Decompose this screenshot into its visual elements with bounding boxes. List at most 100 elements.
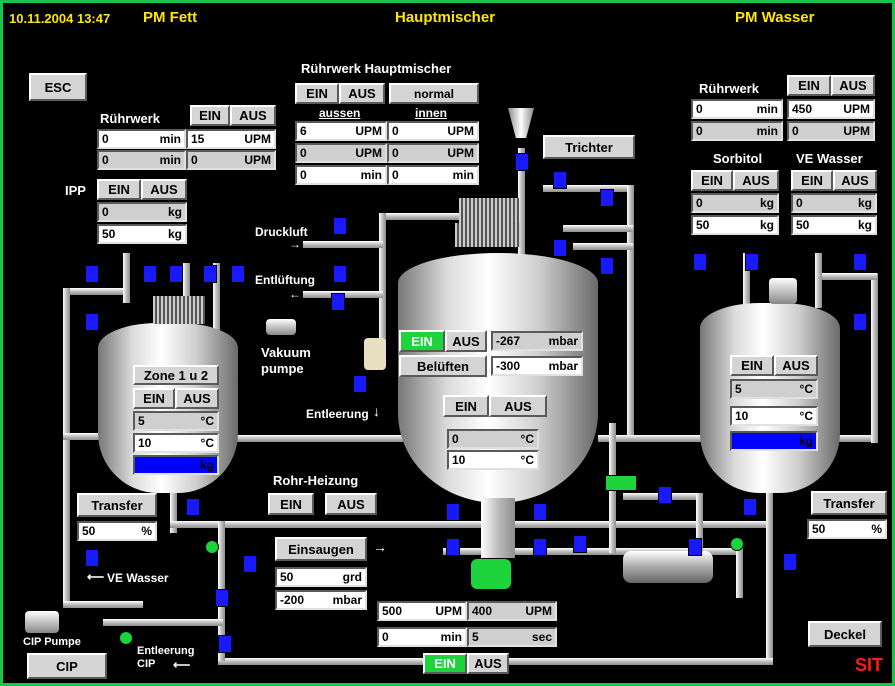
haupt-rw-ein-button[interactable]: EIN: [295, 83, 339, 104]
trichter-button[interactable]: Trichter: [543, 135, 635, 159]
valve-icon[interactable]: [203, 265, 217, 283]
valve-icon[interactable]: [243, 555, 257, 573]
einsaugen-button[interactable]: Einsaugen: [275, 537, 367, 561]
valve-icon[interactable]: [533, 538, 547, 556]
sorbitol-aus-button[interactable]: AUS: [733, 170, 779, 191]
belueften-button[interactable]: Belüften: [399, 355, 487, 377]
rohr-heizung-aus-button[interactable]: AUS: [325, 493, 377, 515]
valve-icon[interactable]: [693, 253, 707, 271]
fett-ruehrwerk-aus-button[interactable]: AUS: [230, 105, 276, 126]
deckel-button[interactable]: Deckel: [808, 621, 882, 647]
ipp-aus-button[interactable]: AUS: [141, 179, 187, 200]
ve-wasser-aus-button[interactable]: AUS: [833, 170, 877, 191]
vacuum-aus-button[interactable]: AUS: [445, 330, 487, 352]
haupt-rw-aus-button[interactable]: AUS: [339, 83, 385, 104]
pump-motor-icon: [471, 559, 511, 589]
valve-open-icon[interactable]: [605, 475, 637, 491]
valve-icon[interactable]: [533, 503, 547, 521]
valve-icon[interactable]: [215, 589, 229, 607]
ipp-ein-button[interactable]: EIN: [97, 179, 141, 200]
ve-wasser-ein-button[interactable]: EIN: [791, 170, 833, 191]
filter-icon: [364, 338, 386, 370]
esc-button[interactable]: ESC: [29, 73, 87, 101]
cip-button[interactable]: CIP: [27, 653, 107, 679]
valve-icon[interactable]: [331, 293, 345, 311]
zone-temp-setpoint[interactable]: 10°C: [133, 433, 219, 453]
wasser-rw-ein-button[interactable]: EIN: [787, 75, 831, 96]
heating-aus-button[interactable]: AUS: [489, 395, 547, 417]
wasser-ruehrwerk-label: Rührwerk: [699, 81, 759, 96]
datetime: 10.11.2004 13:47: [9, 11, 111, 26]
valve-icon[interactable]: [446, 503, 460, 521]
title-pm-fett: PM Fett: [143, 9, 198, 26]
heating-ein-button[interactable]: EIN: [443, 395, 489, 417]
zone-ein-button[interactable]: EIN: [133, 388, 175, 409]
wasser-heat-ein-button[interactable]: EIN: [730, 355, 774, 376]
zone-button[interactable]: Zone 1 u 2: [133, 365, 219, 385]
wasser-transfer-button[interactable]: Transfer: [811, 491, 887, 515]
valve-icon[interactable]: [186, 498, 200, 516]
heat-exchanger-icon: [623, 551, 713, 583]
valve-icon[interactable]: [553, 239, 567, 257]
zone-aus-button[interactable]: AUS: [175, 388, 219, 409]
valve-icon[interactable]: [783, 553, 797, 571]
valve-icon[interactable]: [658, 486, 672, 504]
fett-transfer-value[interactable]: 50%: [77, 521, 157, 541]
bottom-pump-ein-button[interactable]: EIN: [423, 653, 467, 674]
cip-pump-icon: [25, 611, 59, 633]
valve-icon[interactable]: [353, 375, 367, 393]
valve-icon[interactable]: [853, 313, 867, 331]
valve-icon[interactable]: [143, 265, 157, 283]
valve-icon[interactable]: [85, 549, 99, 567]
valve-icon[interactable]: [169, 265, 183, 283]
valve-icon[interactable]: [600, 257, 614, 275]
valve-icon[interactable]: [231, 265, 245, 283]
valve-icon[interactable]: [85, 313, 99, 331]
fett-transfer-button[interactable]: Transfer: [77, 493, 157, 517]
rohr-heizung-label: Rohr-Heizung: [273, 473, 359, 488]
valve-icon[interactable]: [745, 253, 759, 271]
valve-icon[interactable]: [600, 189, 614, 207]
valve-icon[interactable]: [553, 171, 567, 189]
valve-icon[interactable]: [688, 538, 702, 556]
haupt-temp-setpoint[interactable]: 10°C: [447, 450, 539, 470]
valve-icon[interactable]: [573, 535, 587, 553]
valve-icon[interactable]: [333, 265, 347, 283]
sorbitol-ein-button[interactable]: EIN: [691, 170, 733, 191]
valve-icon[interactable]: [218, 635, 232, 653]
valve-icon[interactable]: [853, 253, 867, 271]
valve-icon[interactable]: [333, 217, 347, 235]
rohr-heizung-ein-button[interactable]: EIN: [268, 493, 314, 515]
wasser-temp-setpoint[interactable]: 10°C: [730, 406, 818, 426]
bottom-pump-aus-button[interactable]: AUS: [467, 653, 509, 674]
haupt-rw-normal-button[interactable]: normal: [389, 83, 479, 104]
wasser-transfer-value[interactable]: 50%: [807, 519, 887, 539]
valve-icon[interactable]: [85, 265, 99, 283]
valve-icon[interactable]: [743, 498, 757, 516]
wasser-heat-aus-button[interactable]: AUS: [774, 355, 818, 376]
fett-ruehrwerk-ein-button[interactable]: EIN: [190, 105, 230, 126]
wasser-rw-aus-button[interactable]: AUS: [831, 75, 875, 96]
vacuum-ein-button[interactable]: EIN: [399, 330, 445, 352]
valve-icon[interactable]: [446, 538, 460, 556]
valve-icon[interactable]: [515, 153, 529, 171]
